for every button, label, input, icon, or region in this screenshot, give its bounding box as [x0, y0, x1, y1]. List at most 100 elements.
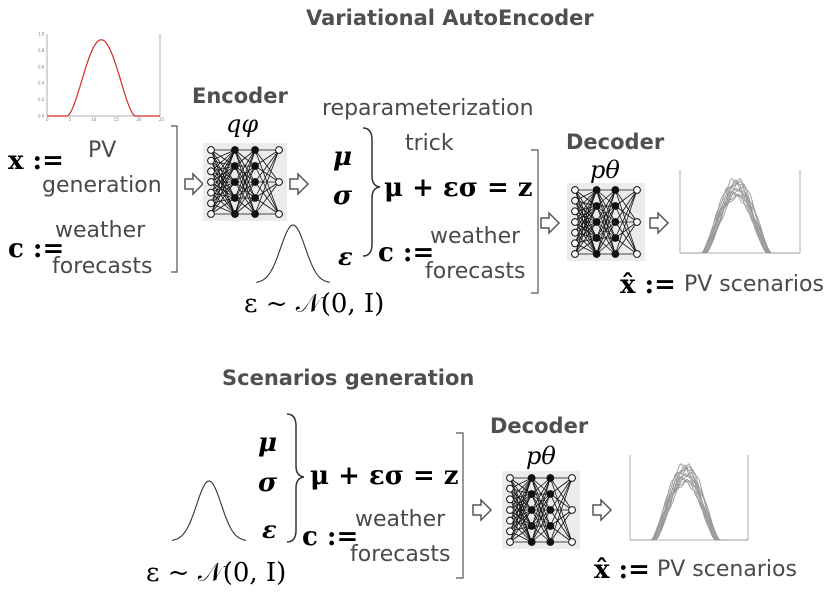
pv-x-tick-label: 15	[114, 117, 120, 122]
gen-c-definition: c :=	[302, 522, 359, 552]
neuron-node	[506, 495, 514, 504]
neuron-node	[571, 228, 579, 237]
neuron-node	[231, 146, 239, 154]
scenario-curve	[630, 472, 748, 541]
latent-brace	[362, 127, 381, 257]
scenario-curve	[630, 471, 748, 541]
neuron-node	[231, 178, 239, 186]
epsilon-distribution: ε ~ 𝒩(0, I)	[244, 289, 385, 319]
neuron-node	[275, 146, 283, 154]
scenario-curve	[680, 193, 800, 254]
gen-c-desc-line2: forecasts	[350, 542, 451, 567]
neuron-node	[275, 178, 283, 186]
neuron-node	[546, 506, 555, 514]
scenario-curve	[680, 182, 800, 254]
gen-decoder-label: Decoder	[490, 414, 589, 438]
decoder-input-bracket	[531, 149, 539, 294]
pv-y-tick-label: 0.6	[38, 64, 45, 69]
neuron-node	[527, 538, 536, 546]
c-desc-line1: weather	[55, 218, 146, 243]
gen-mu-symbol: μ	[258, 428, 278, 458]
gen-z-equation: μ + εσ = z	[310, 461, 459, 491]
neuron-node	[506, 527, 514, 536]
neuron-node	[546, 522, 555, 530]
arrow-from-decoder	[649, 211, 670, 235]
gen-c-desc-line1: weather	[355, 507, 446, 532]
neuron-node	[571, 250, 579, 258]
z-equation: μ + εσ = z	[384, 173, 533, 203]
gaussian-curve-icon	[255, 224, 331, 283]
neuron-node	[207, 167, 215, 176]
gen-xhat-definition: x̂ :=	[594, 555, 650, 585]
scenario-curve	[680, 187, 800, 254]
scenario-curve	[630, 464, 748, 541]
neuron-node	[251, 210, 259, 218]
decoder-symbol: pθ	[590, 156, 620, 184]
neuron-node	[546, 490, 555, 498]
encoder-network-icon	[203, 143, 287, 221]
pv-x-tick-label: 10	[91, 117, 97, 122]
neuron-node	[611, 218, 620, 226]
neuron-node	[527, 490, 536, 498]
neuron-node	[568, 474, 576, 482]
pv-x-tick-label: 0	[46, 117, 49, 122]
neuron-node	[207, 178, 215, 186]
gen-decoder-symbol: pθ	[526, 442, 556, 470]
pv-generation-curve	[47, 39, 160, 117]
neuron-node	[546, 474, 555, 482]
mu-symbol: μ	[333, 142, 353, 172]
neuron-node	[592, 218, 601, 226]
reparam-line2: trick	[405, 131, 454, 156]
pv-x-tick-label: 5	[69, 117, 72, 122]
neuron-node	[251, 178, 259, 186]
scenario-curve	[630, 467, 748, 541]
neuron-node	[506, 474, 514, 482]
c2-desc-line2: forecasts	[425, 259, 526, 284]
neuron-node	[275, 210, 283, 218]
decoder-network-icon	[567, 183, 645, 261]
neuron-node	[251, 162, 259, 170]
pv-y-tick-label: 0.2	[38, 97, 45, 102]
neuron-node	[592, 186, 601, 194]
neuron-node	[207, 146, 215, 154]
neuron-node	[571, 186, 579, 194]
neuron-node	[568, 538, 576, 546]
neuron-node	[527, 522, 536, 530]
xhat-definition: x̂ :=	[620, 270, 676, 300]
gen-decoder-network-icon	[502, 471, 580, 549]
encoder-symbol: qφ	[226, 110, 259, 138]
pv-y-tick-label: 1.0	[38, 32, 45, 37]
x-desc-line2: generation	[42, 173, 162, 198]
scenario-curve	[680, 186, 800, 254]
neuron-node	[231, 162, 239, 170]
gen-epsilon-symbol: ε	[262, 515, 277, 544]
neuron-node	[571, 218, 579, 226]
neuron-node	[207, 199, 215, 208]
neuron-node	[633, 186, 641, 194]
epsilon-symbol: ε	[338, 242, 353, 271]
x-desc-line1: PV	[88, 138, 117, 163]
neuron-node	[633, 218, 641, 226]
neuron-node	[251, 194, 259, 202]
pv-x-tick-label: 20	[136, 117, 142, 122]
x-definition: x :=	[8, 146, 64, 176]
c2-definition: c :=	[378, 238, 435, 268]
neuron-node	[251, 146, 259, 154]
arrow-to-decoder	[540, 211, 561, 235]
pv-y-tick-label: 0.8	[38, 48, 45, 53]
c2-desc-line1: weather	[430, 224, 521, 249]
pv-y-tick-label: 0.4	[38, 81, 45, 86]
neuron-node	[506, 506, 514, 514]
scenario-curve	[680, 181, 800, 254]
gen-pv-scenarios-plot	[629, 455, 749, 541]
scenario-curve	[680, 179, 800, 254]
gen-latent-brace	[286, 413, 305, 543]
pv-scenarios-plot	[679, 170, 801, 254]
gen-arrow-from-decoder	[592, 498, 613, 522]
neuron-node	[546, 538, 555, 546]
input-bracket	[171, 125, 178, 273]
neuron-node	[506, 484, 514, 493]
